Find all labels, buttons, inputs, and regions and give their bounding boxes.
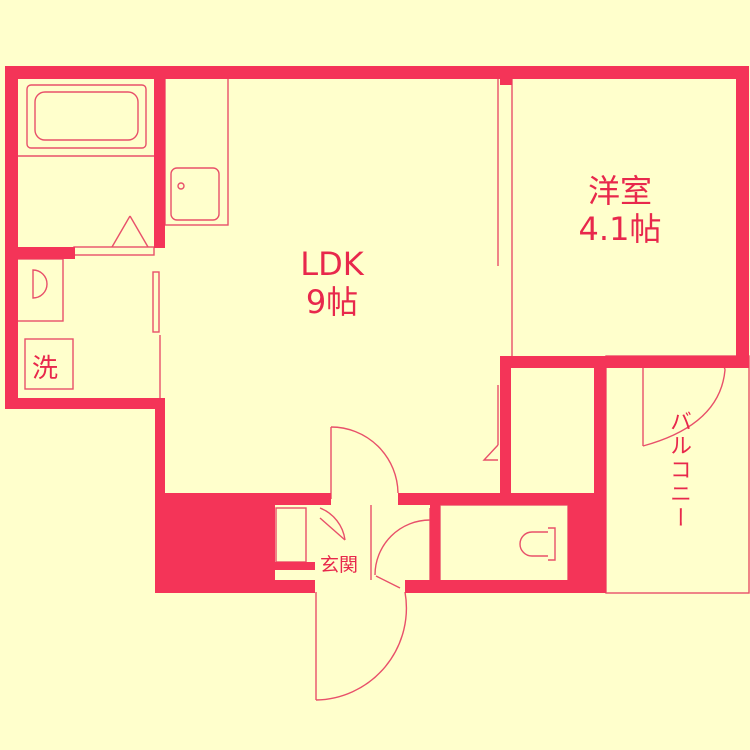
bathtub-inner — [34, 91, 139, 141]
wall-shoe — [275, 562, 315, 570]
fixture-lines — [14, 66, 750, 701]
kitchen-drain — [177, 182, 185, 190]
wall-dressing-right — [155, 398, 165, 505]
wall-toilet-left — [430, 505, 440, 580]
wall-left — [5, 66, 18, 409]
closet-door-arc — [482, 444, 499, 461]
western-room-label: 洋室 4.1帖 — [560, 172, 680, 248]
western-room-name: 洋室 — [587, 172, 652, 210]
kitchen-sink — [170, 167, 220, 221]
wall-toilet-right — [568, 505, 606, 580]
wall-entrance-bottom-2 — [405, 580, 606, 593]
ldk-size: 9帖 — [305, 283, 359, 321]
wall-bath-right — [154, 66, 165, 248]
walls — [5, 66, 749, 593]
wall-western-left — [500, 79, 512, 85]
front-door-sill — [375, 575, 401, 589]
washer-label: 洗 — [32, 354, 59, 384]
wall-right — [736, 66, 749, 358]
balcony-label: バルコニー — [666, 410, 691, 530]
wall-ldk-bottom-right — [398, 493, 606, 505]
bathtub-outer — [26, 84, 147, 149]
shoe-cabinet — [275, 507, 307, 563]
wall-dressing-bottom — [5, 398, 165, 409]
wash-basin — [14, 258, 64, 322]
toilet-room — [439, 504, 569, 586]
entrance-inner-door — [319, 507, 346, 541]
wall-bath-bottom — [5, 247, 75, 259]
ldk-name: LDK — [300, 245, 364, 283]
wash-bowl — [32, 269, 48, 299]
wall-top — [5, 66, 749, 79]
western-room-size: 4.1帖 — [578, 210, 662, 248]
front-door-swing — [315, 591, 408, 701]
wall-western-bottom — [500, 356, 749, 368]
ldk-label: LDK 9帖 — [272, 245, 392, 321]
ldk-door-swing — [330, 426, 399, 494]
bathroom-door-line — [111, 215, 131, 248]
wall-storage-left — [500, 368, 511, 493]
structural-block — [155, 493, 275, 593]
entrance-label: 玄関 — [320, 554, 359, 576]
toilet-bowl — [519, 527, 556, 561]
toilet-door-swing — [374, 519, 431, 576]
bathroom-door-line-2 — [129, 215, 149, 248]
bathroom-door — [73, 246, 155, 256]
wall-entrance-bottom — [155, 580, 315, 593]
dressing-slide-door — [152, 271, 160, 333]
washer-box — [24, 338, 74, 390]
entrance-inner-door-2 — [319, 517, 346, 541]
